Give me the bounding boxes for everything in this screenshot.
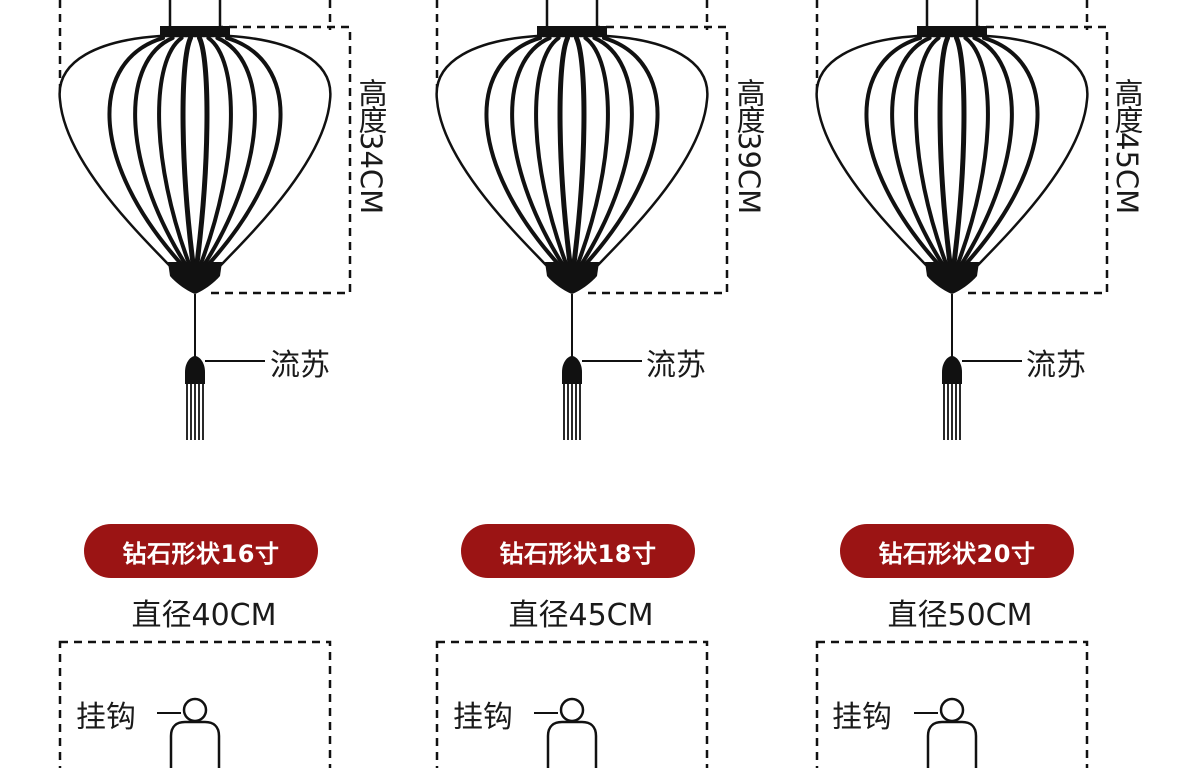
lantern-rib-3-2 <box>890 36 946 268</box>
height-bracket-1 <box>205 25 352 295</box>
lantern-bottom-cap-2 <box>545 262 599 294</box>
tassel-knot-2 <box>562 356 582 384</box>
hook-box-1 <box>58 640 332 768</box>
height-label-2: 高度39CM <box>732 78 766 215</box>
lantern-rib-2-4 <box>557 35 573 269</box>
lantern-rib-3-3 <box>914 36 949 268</box>
lantern-rib-2-5 <box>571 35 587 269</box>
hook-rod-3 <box>926 720 978 768</box>
lantern-rib-2-7 <box>578 36 634 268</box>
lantern-rib-3-5 <box>951 35 967 269</box>
height-bracket-3 <box>962 25 1109 295</box>
lantern-rib-1-1 <box>107 36 185 268</box>
lantern-rib-1-8 <box>205 36 283 268</box>
hook-rod-2 <box>546 720 598 768</box>
lantern-top-cap-3 <box>917 26 987 37</box>
hook-box-3 <box>815 640 1089 768</box>
lantern-rib-2-8 <box>582 36 660 268</box>
lantern-rib-3-4 <box>937 35 953 269</box>
height-label-3: 高度45CM <box>1110 78 1144 215</box>
lantern-rib-1-6 <box>198 36 233 268</box>
tassel-knot-3 <box>942 356 962 384</box>
diameter-label-2: 直径45CM <box>508 598 654 633</box>
lantern-rib-1-2 <box>133 36 189 268</box>
size-badge-2: 钻石形状18寸 <box>461 524 695 578</box>
lantern-body-2 <box>435 34 709 268</box>
tassel-label-2: 流苏 <box>646 348 706 383</box>
lantern-rib-2-1 <box>484 36 562 268</box>
lantern-top-cap-2 <box>537 26 607 37</box>
lantern-body-1 <box>58 34 332 268</box>
lantern-rib-2-3 <box>534 36 569 268</box>
diameter-label-1: 直径40CM <box>131 598 277 633</box>
hook-ring-3 <box>939 697 965 723</box>
lantern-rib-2-6 <box>575 36 610 268</box>
tassel-label-3: 流苏 <box>1026 348 1086 383</box>
hook-label-1: 挂钩 <box>76 700 136 735</box>
size-badge-1: 钻石形状16寸 <box>84 524 318 578</box>
height-label-1: 高度34CM <box>354 78 388 215</box>
lantern-bottom-cap-3 <box>925 262 979 294</box>
lantern-rib-1-4 <box>180 35 196 269</box>
hook-ring-1 <box>182 697 208 723</box>
lantern-rib-3-6 <box>955 36 990 268</box>
tassel-knot-1 <box>185 356 205 384</box>
lantern-rib-1-7 <box>201 36 257 268</box>
hook-label-3: 挂钩 <box>832 700 892 735</box>
lantern-neck-2 <box>545 0 599 30</box>
lantern-rib-1-3 <box>157 36 192 268</box>
lantern-rib-3-8 <box>962 36 1040 268</box>
lantern-bottom-cap-1 <box>168 262 222 294</box>
height-bracket-2 <box>582 25 729 295</box>
lantern-rib-1-5 <box>194 35 210 269</box>
size-badge-3: 钻石形状20寸 <box>840 524 1074 578</box>
diameter-label-3: 直径50CM <box>887 598 1033 633</box>
hook-ring-2 <box>559 697 585 723</box>
lantern-neck-1 <box>168 0 222 30</box>
tassel-label-1: 流苏 <box>270 348 330 383</box>
hook-label-2: 挂钩 <box>453 700 513 735</box>
lantern-rib-3-7 <box>958 36 1014 268</box>
lantern-body-3 <box>815 34 1089 268</box>
lantern-neck-3 <box>925 0 979 30</box>
hook-rod-1 <box>169 720 221 768</box>
lantern-rib-2-2 <box>510 36 566 268</box>
lantern-rib-3-1 <box>864 36 942 268</box>
lantern-top-cap-1 <box>160 26 230 37</box>
hook-box-2 <box>435 640 709 768</box>
